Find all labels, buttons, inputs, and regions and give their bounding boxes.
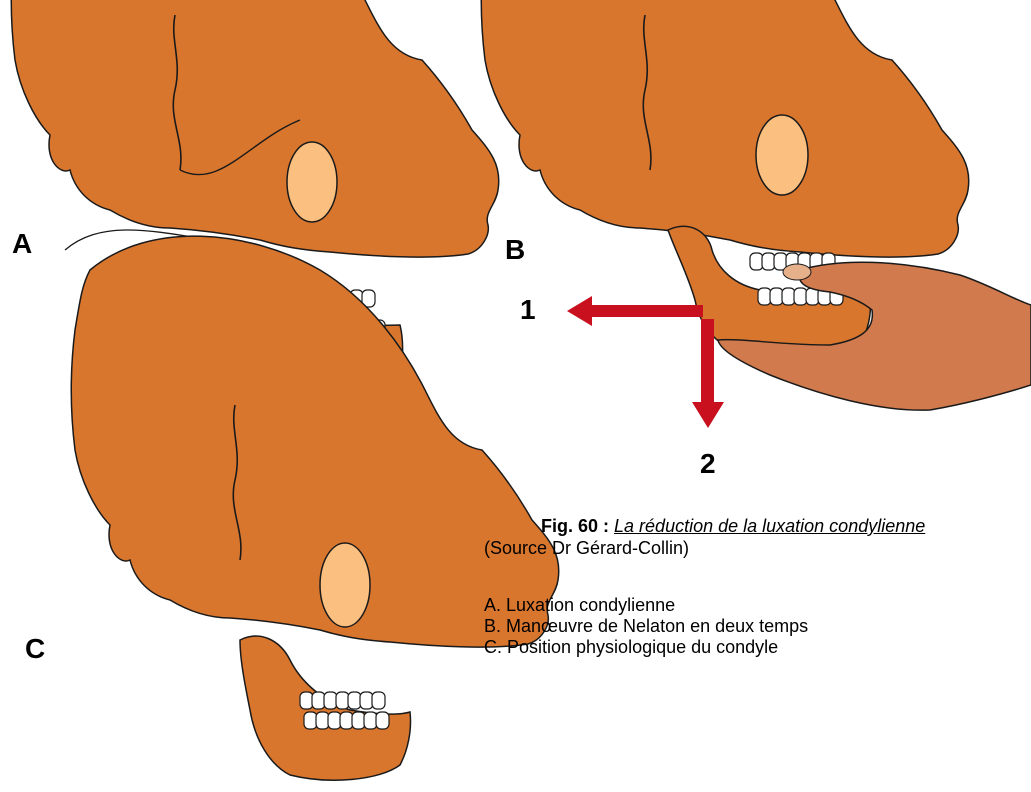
panel-letter-c: C — [25, 635, 45, 663]
orbit-b — [756, 115, 808, 195]
legend-item-b: B. Manœuvre de Nelaton en deux temps — [484, 616, 808, 637]
skull-b — [481, 0, 1031, 428]
figure-legend: A. Luxation condylienne B. Manœuvre de N… — [484, 595, 808, 658]
figure-source: (Source Dr Gérard-Collin) — [484, 537, 1004, 559]
panel-letter-a: A — [12, 230, 32, 258]
step-number-1: 1 — [520, 296, 536, 324]
traction-arrow-back — [567, 296, 703, 326]
figure-title: La réduction de la luxation condylienne — [614, 516, 925, 536]
panel-letter-b: B — [505, 236, 525, 264]
figure-caption: Fig. 60 : La réduction de la luxation co… — [484, 515, 1004, 559]
legend-item-a: A. Luxation condylienne — [484, 595, 808, 616]
skull-c — [71, 236, 559, 780]
orbit-c — [320, 543, 370, 627]
orbit-a — [287, 142, 337, 222]
legend-item-c: C. Position physiologique du condyle — [484, 637, 808, 658]
step-number-2: 2 — [700, 450, 716, 478]
figure-number: Fig. 60 : — [541, 516, 609, 536]
